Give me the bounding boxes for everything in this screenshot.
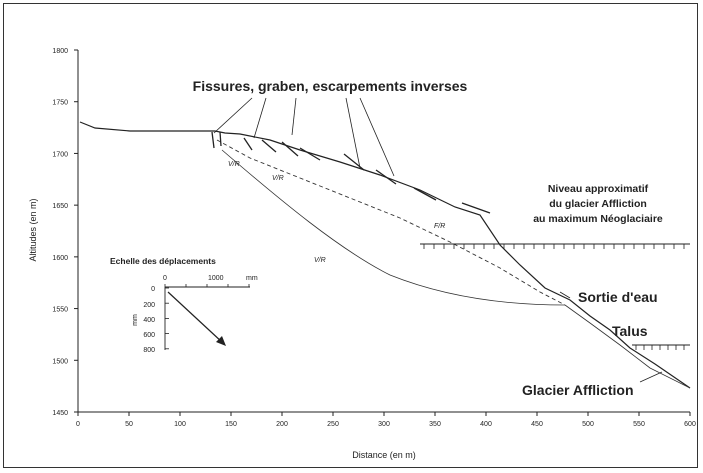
x-tick-label: 150 [225, 421, 237, 428]
scale-v-tick-4: 800 [143, 347, 155, 354]
scale-v-tick-0: 0 [151, 286, 155, 293]
x-tick-label: 100 [174, 421, 186, 428]
neoglacial-level-ticks [423, 244, 685, 249]
scale-v-tick-2: 400 [143, 317, 155, 324]
glacier-leader [639, 371, 663, 383]
y-tick-label: 1700 [52, 151, 68, 158]
x-tick-label: 300 [378, 421, 390, 428]
glacier-label: Glacier Affliction [522, 382, 634, 398]
lower-slope-line [564, 304, 691, 389]
x-tick-label: 250 [327, 421, 339, 428]
y-tick-label: 1800 [52, 48, 68, 55]
depth-note-1: V/R [228, 161, 240, 168]
neoglacial-label-line1: Niveau approximatif [548, 183, 649, 195]
y-tick-label: 1600 [52, 255, 68, 262]
scale-h-unit: mm [246, 275, 258, 282]
talus-ticks [635, 345, 685, 350]
y-tick-label: 1500 [52, 358, 68, 365]
scale-h-ticks [164, 284, 250, 287]
title-leader-lines [213, 97, 395, 177]
depth-note-3: V/R [314, 257, 326, 264]
y-tick-label: 1450 [52, 410, 68, 417]
x-tick-label: 400 [480, 421, 492, 428]
slip-surface-upper [216, 139, 566, 306]
depth-note-4: F/R [434, 223, 445, 230]
displacement-scale: Echelle des déplacements 0 1000 mm 0 200… [110, 256, 258, 354]
x-tick-label: 600 [684, 421, 696, 428]
x-tick-label: 450 [531, 421, 543, 428]
scale-v-ticks [165, 287, 169, 350]
neoglacial-label-line3: au maximum Néoglaciaire [533, 213, 663, 225]
x-tick-label: 0 [76, 421, 80, 428]
scale-v-tick-3: 600 [143, 332, 155, 339]
displacement-arrowhead [216, 336, 226, 346]
scale-h-tick-1: 1000 [208, 275, 224, 282]
x-tick-label: 200 [276, 421, 288, 428]
x-tick-label: 350 [429, 421, 441, 428]
depth-note-2: V/R [272, 175, 284, 182]
figure-frame [3, 3, 698, 468]
ground-surface-line [79, 121, 691, 389]
neoglacial-label-line2: du glacier Affliction [549, 198, 647, 210]
scale-v-unit: mm [132, 314, 139, 326]
y-ticks: 1800 1750 1700 1650 1600 1550 1500 1450 [52, 48, 78, 417]
scale-h-tick-0: 0 [163, 275, 167, 282]
figure-title: Fissures, graben, escarpements inverses [193, 78, 468, 94]
y-axis-label: Altitudes (en m) [28, 198, 38, 261]
fissure-marks [211, 131, 491, 214]
slip-surface-deep [221, 149, 566, 306]
scale-v-tick-1: 200 [143, 302, 155, 309]
x-ticks: 0 50 100 150 200 250 300 350 400 450 500 550 600 [76, 412, 696, 428]
water-outlet-label: Sortie d'eau [578, 289, 658, 305]
water-outlet-leader [559, 291, 571, 299]
x-tick-label: 500 [582, 421, 594, 428]
scale-title: Echelle des déplacements [110, 256, 216, 266]
x-tick-label: 550 [633, 421, 645, 428]
y-tick-label: 1750 [52, 100, 68, 107]
x-tick-label: 50 [125, 421, 133, 428]
displacement-vector [167, 291, 224, 344]
x-axis-label: Distance (en m) [352, 450, 416, 460]
y-tick-label: 1550 [52, 307, 68, 314]
y-tick-label: 1650 [52, 203, 68, 210]
talus-label: Talus [612, 323, 648, 339]
